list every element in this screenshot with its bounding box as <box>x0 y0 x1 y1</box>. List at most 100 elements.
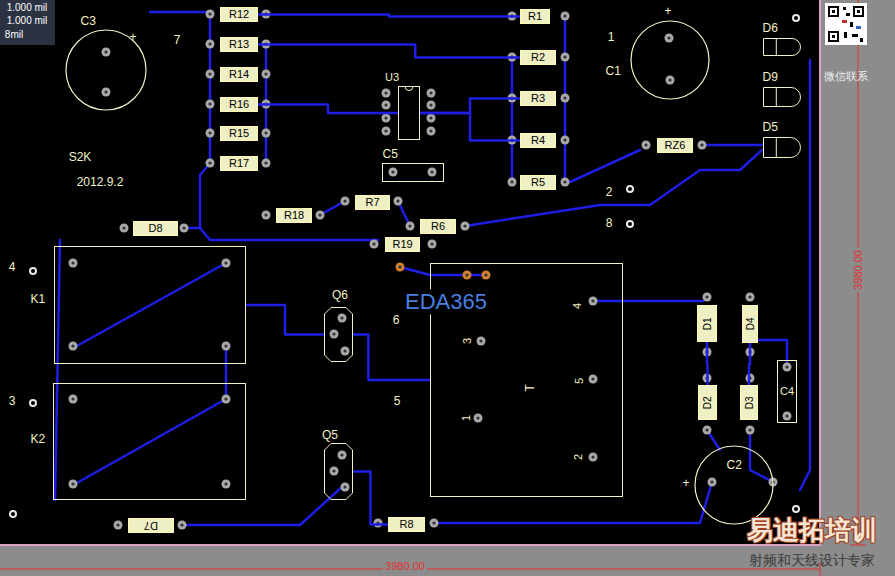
pad-hole <box>563 96 566 99</box>
trace <box>55 240 60 500</box>
part-name: T <box>523 384 537 391</box>
pads <box>9 10 800 530</box>
part-outline <box>398 86 420 140</box>
part-body <box>764 138 801 158</box>
part-name: R13 <box>229 38 249 51</box>
resistor-symbol: R1 <box>520 9 550 24</box>
trace <box>511 57 514 182</box>
part-name: D3 <box>743 396 755 409</box>
part-body <box>776 39 777 56</box>
part-body <box>386 238 420 252</box>
pad-hole <box>343 485 346 488</box>
part-outline <box>763 137 801 158</box>
part-name: R4 <box>531 134 545 147</box>
part-body <box>421 220 456 234</box>
pad-hole <box>384 91 387 94</box>
pad-hole <box>264 72 267 75</box>
part-name: U3 <box>385 71 399 84</box>
resistor-symbol: R19 <box>385 237 420 252</box>
part-name: R8 <box>400 518 414 531</box>
pad-hole <box>430 170 433 173</box>
pad-hole <box>71 397 74 400</box>
trace <box>184 163 210 228</box>
pad-hole <box>122 226 125 229</box>
pad-hole <box>429 91 432 94</box>
part-name: Q5 <box>322 429 338 443</box>
pad-hole <box>343 199 346 202</box>
pad <box>206 129 215 138</box>
pad <box>9 510 17 518</box>
part-name: R3 <box>531 92 545 105</box>
pad-hole <box>384 116 387 119</box>
part-body <box>55 247 246 364</box>
pad <box>396 263 405 272</box>
part-outline <box>53 383 246 500</box>
diode-symbol: D8 <box>133 221 178 236</box>
part-body <box>221 68 258 82</box>
pad <box>29 399 37 407</box>
qr-caption: 微信联系 <box>824 70 868 83</box>
pad-hole <box>264 213 267 216</box>
pin1-notch <box>405 87 413 91</box>
pad <box>427 101 436 110</box>
callout-number: 8 <box>606 217 613 231</box>
pad-hole <box>396 199 399 202</box>
pad-hole <box>430 242 433 245</box>
pad <box>561 53 570 62</box>
pad-hole <box>71 344 74 347</box>
pad-hole <box>465 273 468 276</box>
part-name: Q6 <box>332 289 348 303</box>
qr-module <box>856 26 861 29</box>
resistor-symbol: R17 <box>220 156 258 171</box>
pad <box>703 293 712 302</box>
trace <box>150 11 206 14</box>
qr-finder <box>828 6 839 17</box>
board-note: S2K <box>69 151 92 165</box>
qr-module <box>860 38 863 42</box>
pad-hole <box>264 131 267 134</box>
callout-number: 1 <box>608 31 615 45</box>
part-body <box>221 157 258 171</box>
part-body <box>66 30 146 110</box>
pad <box>382 89 391 98</box>
pad-hole <box>628 187 632 191</box>
pad <box>262 211 271 220</box>
pad <box>508 178 517 187</box>
part-body <box>54 384 246 500</box>
diode-symbol: D1 <box>697 305 717 342</box>
pad-hole <box>332 469 335 472</box>
part-name: D7 <box>144 519 158 532</box>
pad-hole <box>644 143 647 146</box>
part-body <box>521 10 550 24</box>
part-body <box>134 222 178 236</box>
qr-ground <box>825 3 867 45</box>
watermark: 射频和天线设计专家 <box>749 552 875 568</box>
part-body <box>389 518 425 532</box>
pad-hole <box>224 482 227 485</box>
pad-hole <box>116 523 119 526</box>
pad-hole <box>748 428 751 431</box>
part-body <box>699 386 717 420</box>
pad-hole <box>463 224 466 227</box>
part-name: D8 <box>149 222 163 235</box>
part-outline <box>54 246 246 364</box>
qr-module <box>846 13 850 16</box>
pad-hole <box>667 36 670 39</box>
pad-hole <box>182 226 185 229</box>
resistor-symbol: R7 <box>355 195 390 210</box>
part-body <box>325 444 353 500</box>
pad <box>262 129 271 138</box>
part-body <box>221 38 258 52</box>
pad <box>69 342 78 351</box>
trace <box>400 267 486 275</box>
trace <box>564 16 567 182</box>
qr-module <box>843 7 846 10</box>
pad <box>69 259 78 268</box>
qr-finder <box>853 6 864 17</box>
pad-hole <box>710 480 713 483</box>
part-name: D2 <box>702 396 714 409</box>
pad-hole <box>479 339 482 342</box>
pad <box>338 451 347 460</box>
pad <box>262 70 271 79</box>
